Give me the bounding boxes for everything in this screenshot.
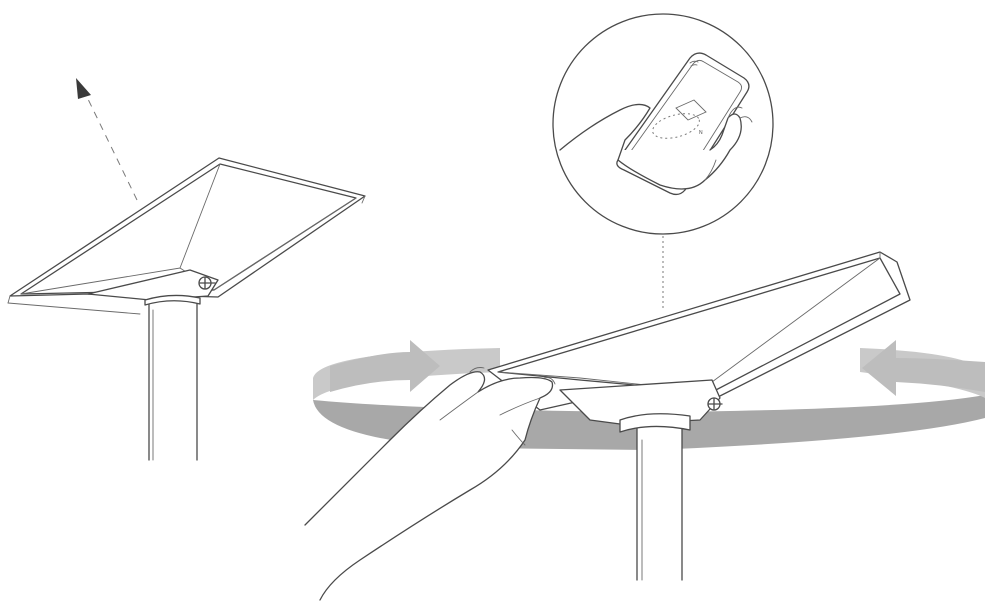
rotation-arrow-left-icon: [330, 340, 440, 392]
rotation-arrow-right-icon: [862, 340, 985, 396]
phone-inset: N: [553, 14, 773, 308]
left-mast: [149, 300, 197, 460]
svg-text:N: N: [699, 130, 703, 136]
right-mast: [637, 425, 682, 595]
tilt-direction-arrow-icon: [76, 78, 137, 200]
left-dish-assembly: [8, 78, 365, 460]
hand-illustration: [305, 368, 555, 601]
left-dish: [8, 158, 365, 314]
right-dish: [488, 252, 910, 432]
